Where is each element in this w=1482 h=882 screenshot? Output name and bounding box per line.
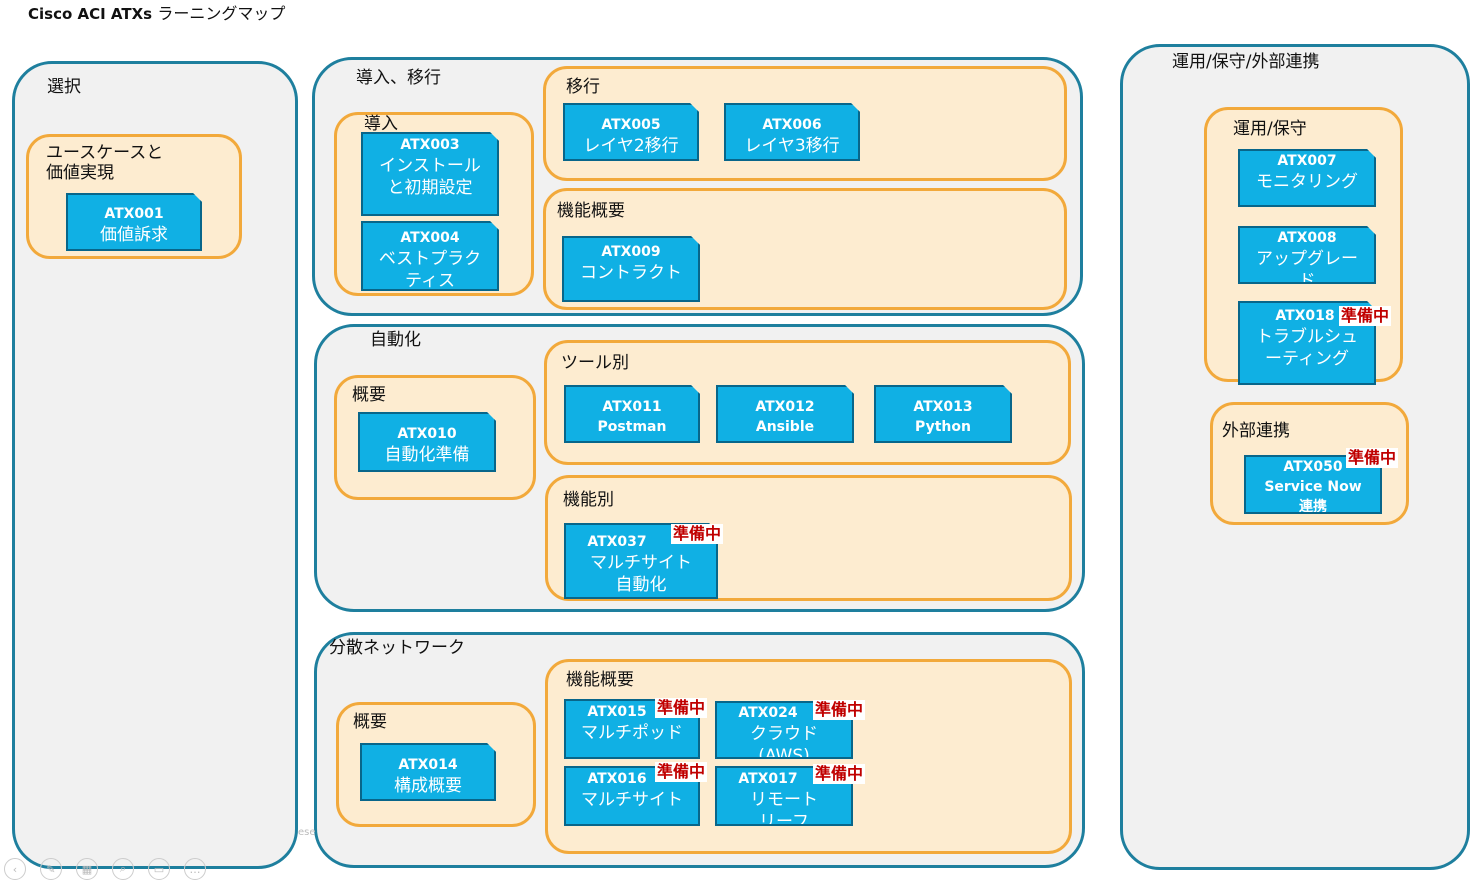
slides-icon[interactable]: ▦ — [76, 858, 98, 880]
card-name: Ansible — [755, 419, 815, 435]
pen-icon[interactable]: ✎ — [40, 858, 62, 880]
card-name: ベストプラクティス — [378, 249, 482, 291]
card-code: ATX007 — [1277, 153, 1337, 169]
group-label-unyou-gaibu: 運用/保守/外部連携 — [1172, 52, 1320, 72]
status-badge-atx037: 準備中 — [671, 524, 724, 544]
card-name: Service Now連携 — [1264, 479, 1362, 514]
card-atx008[interactable]: ATX008 アップグレード — [1238, 226, 1376, 284]
card-name: Python — [915, 419, 971, 435]
sub-label-kinou-gaiyou-1: 機能概要 — [557, 201, 625, 221]
sub-label-ikou: 移行 — [566, 77, 600, 97]
card-name: マルチサイト自動化 — [590, 553, 692, 595]
sub-label-unyou: 運用/保守 — [1233, 119, 1307, 139]
screen-icon[interactable]: ▭ — [148, 858, 170, 880]
group-label-sentaku: 選択 — [47, 77, 81, 97]
card-code: ATX013 — [913, 399, 973, 415]
card-code: ATX011 — [602, 399, 662, 415]
card-atx010[interactable]: ATX010 自動化準備 — [358, 412, 496, 472]
sub-label-gaibu: 外部連携 — [1222, 421, 1290, 441]
card-name: マルチポッド — [581, 723, 683, 743]
group-label-jidouka: 自動化 — [370, 330, 421, 350]
status-badge-atx018: 準備中 — [1339, 306, 1392, 326]
card-atx024[interactable]: ATX024 クラウド(AWS) — [715, 701, 853, 759]
card-name: トラブルシューティング — [1256, 327, 1358, 369]
card-atx017[interactable]: ATX017 リモートリーフ — [715, 766, 853, 826]
prev-icon[interactable]: ‹ — [4, 858, 26, 880]
group-label-bunsan: 分散ネットワーク — [329, 638, 465, 658]
card-code: ATX050 — [1283, 459, 1343, 475]
card-code: ATX009 — [601, 244, 661, 260]
card-name: 自動化準備 — [384, 445, 470, 465]
card-atx018[interactable]: ATX018 トラブルシューティング — [1238, 301, 1376, 385]
card-code: ATX016 — [587, 771, 647, 787]
presentation-toolbar: ‹ ✎ ▦ ⌕ ▭ … — [4, 858, 206, 880]
card-code: ATX001 — [104, 206, 164, 222]
card-code: ATX008 — [1277, 230, 1337, 246]
card-name: Postman — [597, 419, 667, 435]
card-atx014[interactable]: ATX014 構成概要 — [360, 743, 496, 801]
ghost-text: ese — [298, 827, 316, 838]
card-name: コントラクト — [580, 263, 682, 283]
card-name: リモートリーフ — [750, 790, 818, 826]
card-atx007[interactable]: ATX007 モニタリング — [1238, 149, 1376, 207]
card-code: ATX017 — [738, 771, 798, 787]
card-code: ATX015 — [587, 704, 647, 720]
card-atx013[interactable]: ATX013 Python — [874, 385, 1012, 443]
card-code: ATX024 — [738, 705, 798, 721]
card-atx011[interactable]: ATX011 Postman — [564, 385, 700, 443]
group-label-dounyu-ikou: 導入、移行 — [356, 68, 441, 88]
card-atx005[interactable]: ATX005 レイヤ2移行 — [563, 103, 699, 161]
more-icon[interactable]: … — [184, 858, 206, 880]
sub-label-usecase: ユースケースと 価値実現 — [46, 143, 164, 184]
card-name: マルチサイト — [581, 790, 683, 810]
card-name: モニタリング — [1256, 172, 1358, 192]
sub-label-dounyu: 導入 — [364, 114, 398, 134]
sub-label-gaiyou-bunsan: 概要 — [353, 712, 387, 732]
card-code: ATX010 — [397, 426, 457, 442]
card-name: レイヤ2移行 — [583, 136, 679, 156]
status-badge-atx015: 準備中 — [655, 698, 708, 718]
sub-label-kinou-gaiyou-2: 機能概要 — [566, 670, 634, 690]
card-name: 価値訴求 — [100, 225, 168, 245]
sub-label-gaiyou-auto: 概要 — [352, 385, 386, 405]
card-code: ATX012 — [755, 399, 815, 415]
card-name: クラウド(AWS) — [750, 724, 818, 759]
card-code: ATX003 — [400, 137, 460, 153]
card-code: ATX005 — [601, 117, 661, 133]
card-atx003[interactable]: ATX003 インストールと初期設定 — [361, 132, 499, 216]
sub-label-kinou-betsu: 機能別 — [563, 490, 614, 510]
page-title: Cisco ACI ATXs ラーニングマップ — [28, 0, 285, 24]
card-atx009[interactable]: ATX009 コントラクト — [562, 236, 700, 302]
title-suffix: ラーニングマップ — [157, 4, 286, 23]
card-atx006[interactable]: ATX006 レイヤ3移行 — [724, 103, 860, 161]
status-badge-atx017: 準備中 — [813, 764, 866, 784]
status-badge-atx024: 準備中 — [813, 700, 866, 720]
title-prefix: Cisco ACI ATXs — [28, 5, 153, 23]
card-name: レイヤ3移行 — [744, 136, 840, 156]
sub-label-tool: ツール別 — [561, 353, 629, 373]
zoom-icon[interactable]: ⌕ — [112, 858, 134, 880]
card-name: アップグレード — [1256, 249, 1358, 284]
card-atx001[interactable]: ATX001 価値訴求 — [66, 193, 202, 251]
card-code: ATX014 — [398, 757, 458, 773]
status-badge-atx016: 準備中 — [655, 762, 708, 782]
status-badge-atx050: 準備中 — [1346, 448, 1399, 468]
card-code: ATX004 — [400, 230, 460, 246]
card-code: ATX037 — [587, 534, 647, 550]
card-code: ATX018 — [1275, 308, 1335, 324]
card-atx012[interactable]: ATX012 Ansible — [716, 385, 854, 443]
card-name: 構成概要 — [394, 776, 462, 796]
card-atx004[interactable]: ATX004 ベストプラクティス — [361, 221, 499, 291]
card-atx015[interactable]: ATX015 マルチポッド — [564, 699, 700, 759]
card-code: ATX006 — [762, 117, 822, 133]
card-name: インストールと初期設定 — [379, 156, 481, 198]
